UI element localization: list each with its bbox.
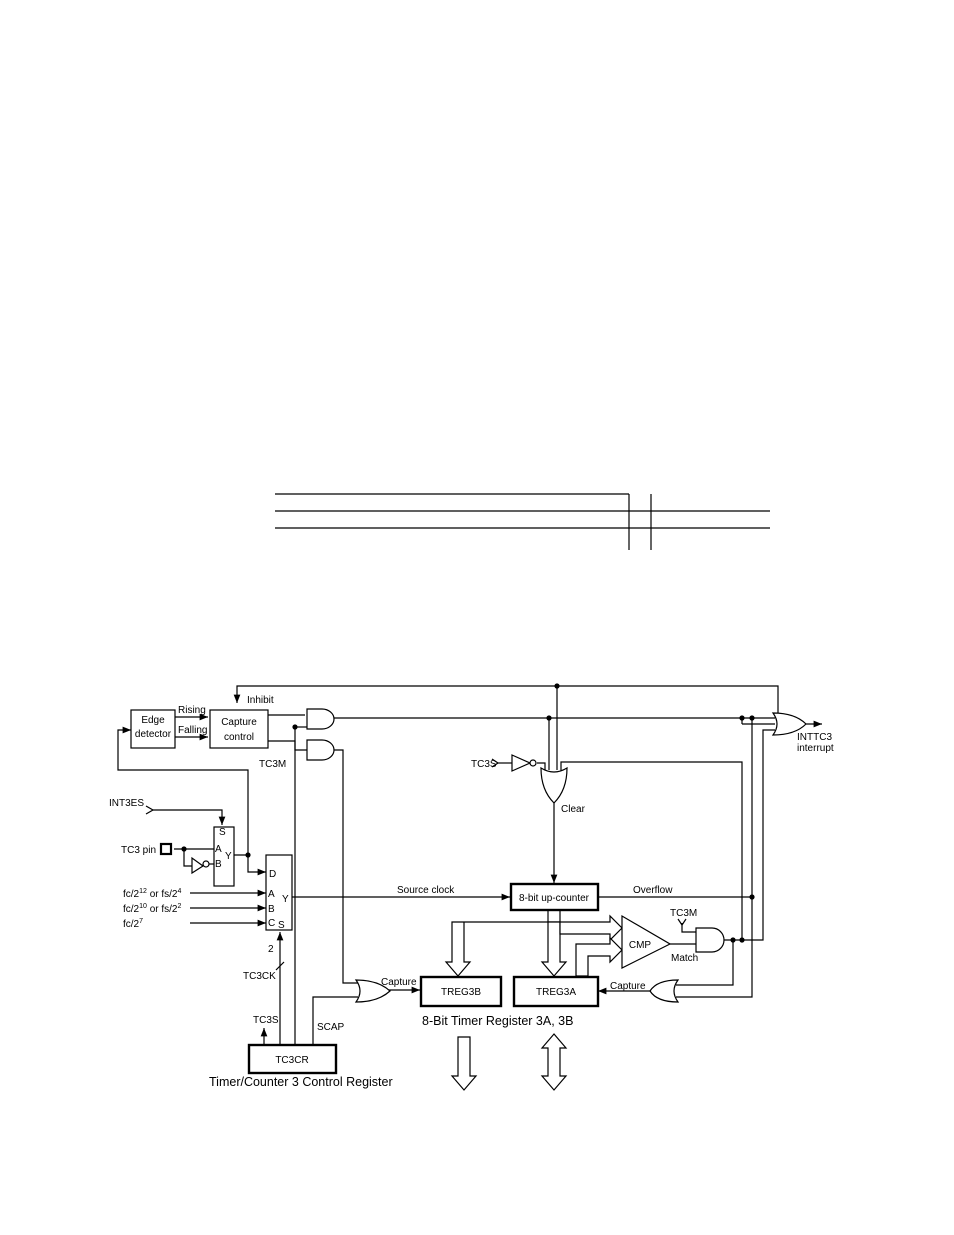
- rule-table: [275, 493, 770, 550]
- or-gate-interrupt: [771, 712, 807, 736]
- selector-2-pin-c: C: [268, 918, 275, 929]
- and-gate-match: [695, 927, 725, 953]
- label-bus-width: 2: [268, 944, 274, 955]
- tc3cr-block: TC3CR: [247, 1043, 338, 1075]
- label-tc3-pin: TC3 pin: [121, 845, 156, 856]
- selector-2-pin-d: D: [269, 869, 276, 880]
- selector-2-pin-y: Y: [282, 894, 289, 905]
- label-clear: Clear: [561, 804, 586, 815]
- tc3cr-label: TC3CR: [275, 1055, 308, 1066]
- caption-timer-register: 8-Bit Timer Register 3A, 3B: [422, 1014, 573, 1028]
- label-capture-right: Capture: [610, 981, 646, 992]
- label-inhibit: Inhibit: [247, 695, 274, 706]
- selector-2-pin-s: S: [278, 920, 285, 931]
- captions: 8-Bit Timer Register 3A, 3B Timer/Counte…: [209, 1014, 573, 1089]
- label-match: Match: [671, 953, 698, 964]
- label-tc3ck: TC3CK: [243, 971, 276, 982]
- selector-1-pin-s: S: [219, 827, 226, 838]
- up-counter-label: 8-bit up-counter: [519, 893, 590, 904]
- data-buses: [444, 909, 623, 1091]
- junction-dots: [181, 683, 755, 943]
- comparator: CMP: [621, 914, 672, 969]
- label-clock-source-3: fc/27: [123, 918, 143, 930]
- or-gate-clear: [540, 766, 568, 804]
- treg3b-label: TREG3B: [441, 987, 481, 998]
- selector-1-pin-y: Y: [225, 851, 232, 862]
- wires: [117, 685, 822, 1045]
- edge-detector-block: Edge detector: [130, 709, 176, 749]
- label-tc3m-top: TC3M: [259, 759, 286, 770]
- or-gate-capture-right: [649, 979, 680, 1003]
- selector-2-pin-a: A: [268, 889, 275, 900]
- inverter-tc3s: [511, 754, 532, 772]
- up-counter-block: 8-bit up-counter: [509, 882, 600, 912]
- label-scap: SCAP: [317, 1022, 345, 1033]
- label-int3es: INT3ES: [109, 798, 144, 809]
- inverter-pin: [191, 856, 205, 875]
- cmp-label: CMP: [629, 940, 652, 951]
- edge-detector-label-1: Edge: [141, 715, 165, 726]
- or-gate-capture-left: [354, 979, 391, 1003]
- label-tc3s-bottom: TC3S: [253, 1015, 279, 1026]
- treg3a-label: TREG3A: [536, 987, 576, 998]
- label-overflow: Overflow: [633, 885, 673, 896]
- label-tc3s-top: TC3S: [471, 759, 497, 770]
- caption-control-register: Timer/Counter 3 Control Register: [209, 1075, 393, 1089]
- logic-gates: [145, 708, 807, 1003]
- selector-1-pin-b: B: [215, 859, 222, 870]
- label-falling: Falling: [178, 725, 207, 736]
- label-source-clock: Source clock: [397, 885, 455, 896]
- tc3-pin-terminal: [159, 842, 173, 856]
- label-tc3m-right: TC3M: [670, 908, 697, 919]
- capture-control-label-1: Capture: [221, 717, 257, 728]
- and-gate-upper: [306, 708, 335, 730]
- capture-control-label-2: control: [224, 732, 254, 743]
- signal-labels: Inhibit Rising Falling TC3M TC3S Clear I…: [109, 695, 834, 1033]
- label-rising: Rising: [178, 705, 206, 716]
- capture-control-block: Capture control: [209, 709, 269, 749]
- label-clock-source-1: fc/212 or fs/24: [123, 888, 182, 900]
- selector-1-pin-a: A: [215, 844, 222, 855]
- treg3b-block: TREG3B: [419, 975, 503, 1008]
- selector-2-pin-b: B: [268, 904, 275, 915]
- selector-1: S A B Y: [213, 826, 235, 887]
- label-interrupt-2: interrupt: [797, 743, 834, 754]
- label-capture-left: Capture: [381, 977, 417, 988]
- label-clock-source-2: fc/210 or fs/22: [123, 903, 182, 915]
- edge-detector-label-2: detector: [135, 729, 172, 740]
- label-interrupt-1: INTTC3: [797, 732, 832, 743]
- selector-2: D A B C S Y: [265, 854, 293, 931]
- and-gate-lower: [306, 739, 335, 761]
- treg3a-block: TREG3A: [512, 975, 600, 1008]
